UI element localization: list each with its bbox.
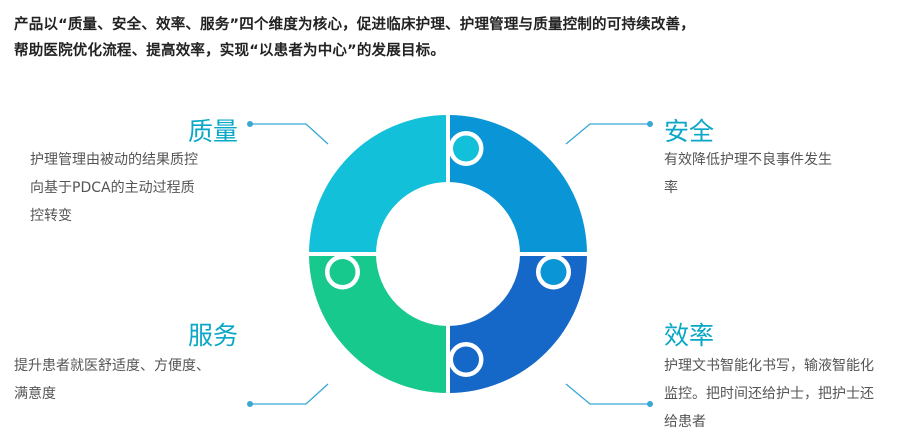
puzzle-knob-fill-0 — [453, 135, 479, 162]
efficiency-desc: 护理文书智能化书写，输液智能化 监控。把时间还给护士，把护士还 给患者 — [664, 358, 874, 430]
dot-quality — [247, 121, 253, 127]
puzzle-ring — [307, 113, 589, 395]
connector-safety — [565, 123, 650, 145]
efficiency-title: 效率 — [664, 321, 715, 350]
puzzle-knob-fill-2 — [453, 346, 479, 373]
dot-efficiency — [647, 401, 653, 407]
quality-title: 质量 — [188, 117, 239, 146]
service-title: 服务 — [188, 321, 239, 350]
connector-efficiency — [565, 383, 650, 405]
puzzle-knob-fill-3 — [329, 259, 356, 285]
intro-text: 产品以“质量、安全、效率、服务”四个维度为核心，促进临床护理、护理管理与质量控制… — [14, 12, 914, 64]
intro-line-1: 产品以“质量、安全、效率、服务”四个维度为核心，促进临床护理、护理管理与质量控制… — [14, 17, 695, 33]
quality-desc: 护理管理由被动的结果质控 向基于PDCA的主动过程质 控转变 — [30, 152, 198, 224]
dot-service — [247, 401, 253, 407]
puzzle-knob-fill-1 — [540, 259, 567, 285]
connector-service — [250, 383, 329, 405]
safety-desc: 有效降低护理不良事件发生 率 — [664, 152, 832, 196]
safety-title: 安全 — [664, 117, 715, 146]
ring-segment-quality — [309, 115, 448, 254]
intro-line-2: 帮助医院优化流程、提高效率，实现“以患者为中心”的发展目标。 — [14, 43, 446, 59]
dot-safety — [647, 121, 653, 127]
service-desc: 提升患者就医舒适度、方便度、 满意度 — [14, 358, 210, 402]
connector-quality — [250, 123, 329, 145]
